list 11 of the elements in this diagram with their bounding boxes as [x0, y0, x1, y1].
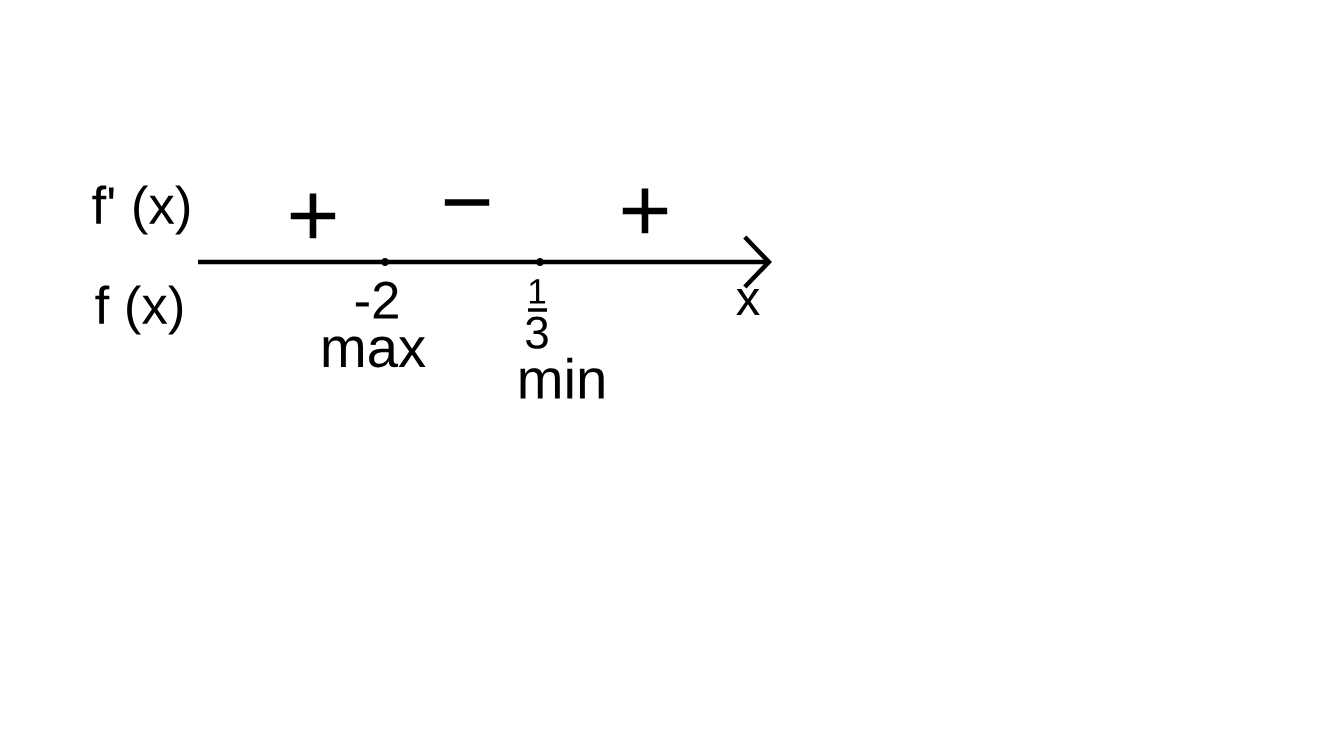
sign-label: + — [290, 193, 336, 239]
sign-label: + — [622, 188, 668, 234]
fraction-numerator: 1 — [529, 279, 546, 304]
fraction-denominator: 3 — [526, 316, 548, 349]
sign-label: − — [444, 199, 490, 206]
axis-label: f' (x) — [92, 185, 190, 235]
extremum-label: max — [323, 336, 426, 368]
axis-label: x — [736, 289, 760, 315]
extremum-label: min — [520, 357, 604, 399]
tick-label: -2 — [355, 281, 398, 319]
axis-label: f (x) — [95, 285, 183, 335]
